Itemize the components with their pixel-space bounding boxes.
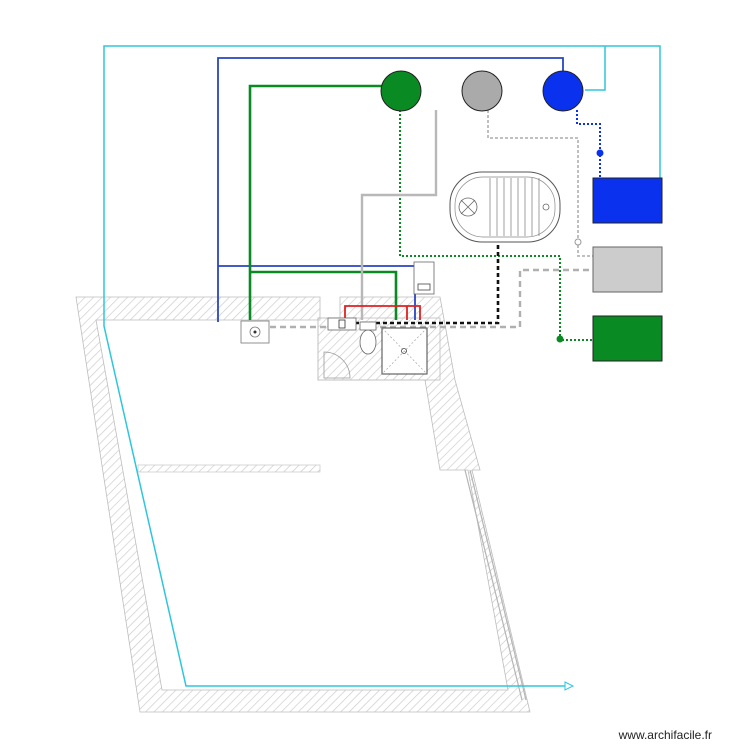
- green-pipe: [248, 84, 593, 343]
- black-dashed-pipe: [355, 242, 500, 325]
- green-tank-circle: [380, 70, 422, 112]
- building-walls: [75, 296, 531, 713]
- meter-box: [413, 261, 435, 295]
- tank-boxes: [592, 177, 663, 362]
- red-pipe: [344, 305, 421, 320]
- green-tank-box: [592, 315, 663, 362]
- grey-tank-circle: [461, 70, 503, 112]
- cyan-pipe: [103, 45, 661, 691]
- sink-icon: [327, 317, 357, 331]
- septic-tank-icon: [449, 171, 561, 243]
- partition-wall: [137, 464, 321, 473]
- ramp-line: [464, 469, 527, 701]
- grey-tank-box: [592, 246, 663, 293]
- arrow-end-icon: [564, 681, 575, 691]
- toilet-icon: [359, 329, 377, 355]
- fixtures: [240, 261, 435, 379]
- blue-tank-box: [592, 177, 663, 224]
- blue-pipe: [576, 110, 604, 178]
- blue-tank-circle: [542, 70, 584, 112]
- watermark: www.archifacile.fr: [618, 728, 712, 742]
- door-icon: [323, 351, 351, 379]
- bathroom-block: [317, 317, 441, 381]
- grey-pipe: [270, 110, 593, 329]
- tank-circles: [380, 70, 584, 112]
